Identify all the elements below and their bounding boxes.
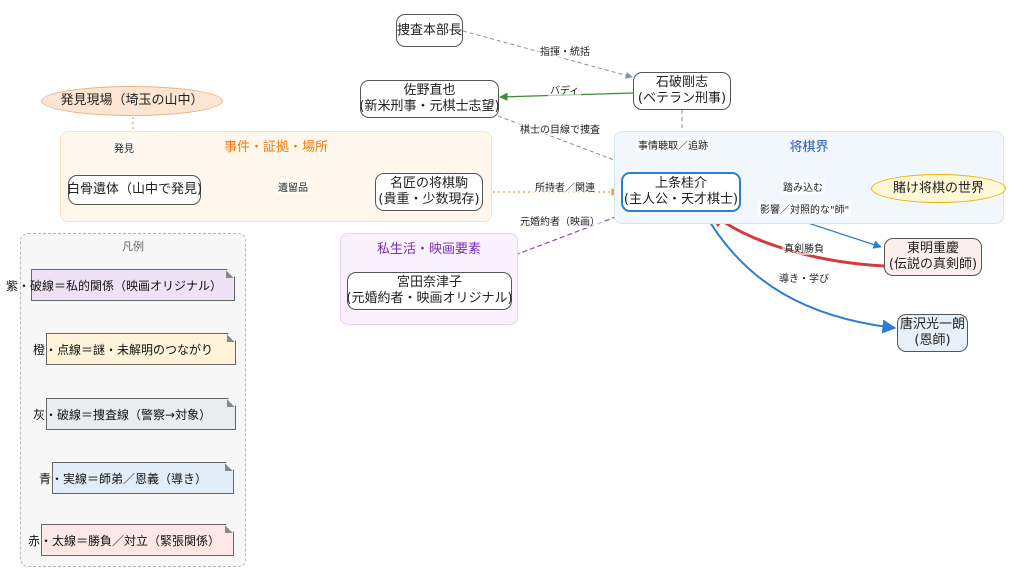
node-karasawa[interactable]: 唐沢光一朗(恩師) [897,314,968,352]
legend-item-text: ・破線＝私的関係（映画オリジナル） [18,279,223,293]
legend-card-fold [227,334,235,342]
legend-item-text: ・太線＝勝負／対立（緊張関係） [40,534,221,548]
node-ishiba[interactable]: 石破剛志(ベテラン刑事) [633,72,731,110]
group-case-title: 事件・証拠・場所 [223,140,328,155]
legend-card [52,462,234,494]
group-private-title: 私生活・映画要素 [376,242,481,257]
legend-card [41,524,234,556]
edge-label-fiancee: 元婚約者（映画） [518,213,602,228]
edge-label-buddy: バディ [548,82,582,97]
node-miyata-role: (元婚約者・映画オリジナル) [346,291,513,306]
node-piece-desc: (貴重・少数現存) [378,192,480,207]
node-tomei-role: (伝説の真剣師) [888,257,978,272]
legend-item-text: ・破線＝捜査線（警察→対象） [45,408,212,422]
edge-label-belonging: 遺留品 [276,179,310,194]
edge-label-command: 指揮・統括 [538,43,592,58]
edge-label-found: 発見 [112,140,136,155]
node-ishiba-name: 石破剛志 [655,75,708,91]
node-remains[interactable]: 白骨遺体（山中で発見) [66,175,203,205]
edge-guidance [703,211,897,334]
node-kamijo-role: (主人公・天才棋士) [623,192,739,207]
legend-item: 灰・破線＝捜査線（警察→対象） [33,406,211,423]
node-sano-name: 佐野直也 [403,83,456,99]
node-site-label: 発見現場（埼玉の山中） [60,93,204,109]
legend-item-color-name: 灰 [33,408,46,422]
node-chief[interactable]: 捜査本部長 [396,14,463,47]
legend-item: 橙・点線＝謎・未解明のつながり [33,341,213,358]
legend-card [46,398,236,430]
edge-label-step-in: 踏み込む [781,179,825,194]
legend-card [31,269,235,301]
node-karasawa-name: 唐沢光一朗 [899,317,965,333]
node-kamijo[interactable]: 上条桂介(主人公・天才棋士) [621,172,741,212]
legend-item-color-name: 紫 [6,279,19,293]
edge-label-owner: 所持者／関連 [533,179,597,194]
node-gamble-label: 賭け将棋の世界 [892,180,984,196]
node-tomei-name: 東明重慶 [906,241,959,257]
edge-label-influence: 影響／対照的な"師" [758,201,852,216]
node-sano-role: (新米刑事・元棋士志望) [359,99,500,114]
node-miyata[interactable]: 宮田奈津子(元婚約者・映画オリジナル) [346,272,513,310]
node-miyata-name: 宮田奈津子 [396,275,462,291]
node-site[interactable]: 発見現場（埼玉の山中） [41,86,223,116]
legend-item-color-name: 青 [39,472,52,486]
node-sano[interactable]: 佐野直也(新米刑事・元棋士志望) [359,80,500,118]
legend-item: 赤・太線＝勝負／対立（緊張関係） [28,532,220,549]
legend-card [46,333,236,365]
node-chief-label: 捜査本部長 [397,22,463,38]
node-karasawa-role: (恩師) [914,333,951,348]
group-shogi-title: 将棋界 [789,140,829,155]
legend-item-color-name: 赤 [28,534,41,548]
legend-card-fold [227,399,235,407]
node-kamijo-name: 上条桂介 [654,176,707,192]
legend-item-text: ・点線＝謎・未解明のつながり [45,343,214,357]
legend-item-color-name: 橙 [33,343,46,357]
node-tomei[interactable]: 東明重慶(伝説の真剣師) [884,238,982,276]
edge-label-interview: 事情聴取／追跡 [636,137,710,152]
node-gamble[interactable]: 賭け将棋の世界 [871,174,1006,203]
legend-title: 凡例 [122,240,144,253]
legend-card-fold [226,270,234,278]
legend-item-text: ・実線＝師弟／恩義（導き） [51,472,208,486]
legend-card-fold [225,463,233,471]
legend-item: 紫・破線＝私的関係（映画オリジナル） [6,277,222,294]
node-piece[interactable]: 名匠の将棋駒(貴重・少数現存) [375,173,483,211]
edge-label-guidance: 導き・学び [777,270,831,285]
edge-label-match: 真剣勝負 [782,240,826,255]
node-ishiba-role: (ベテラン刑事) [637,91,727,106]
legend-item: 青・実線＝師弟／恩義（導き） [39,470,207,487]
node-remains-label: 白骨遺体（山中で発見) [66,182,203,198]
edge-label-shogi-eye: 棋士の目線で捜査 [518,121,602,136]
legend-card-fold [225,525,233,533]
node-piece-name: 名匠の将棋駒 [389,176,468,192]
